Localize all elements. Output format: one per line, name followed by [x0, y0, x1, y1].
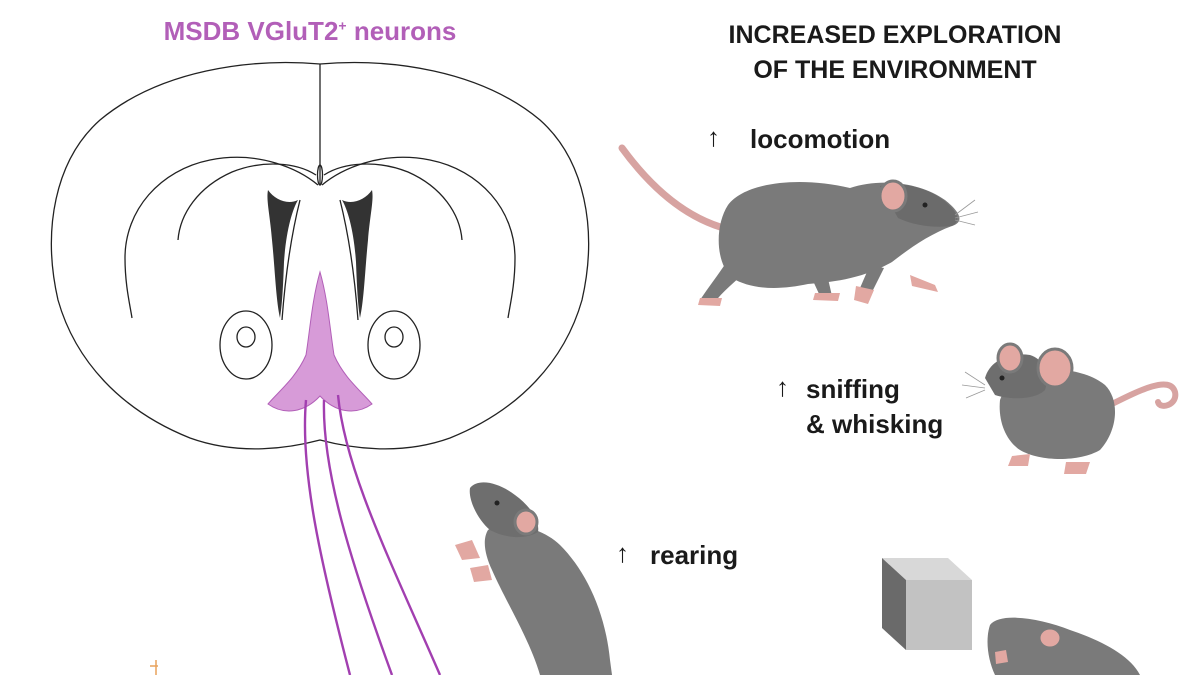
- mouse-ear: [513, 508, 539, 536]
- mouse-foot-back: [698, 298, 722, 306]
- mouse-paw-front-2: [470, 565, 492, 582]
- projection-fibers: [303, 394, 442, 675]
- cube-side: [882, 558, 906, 650]
- mouse-leg-front: [860, 265, 884, 292]
- mouse-ear: [878, 179, 908, 213]
- increase-arrow-sniffing: ↑: [776, 372, 789, 402]
- fiber-3: [336, 394, 442, 675]
- inner-callosum-right: [323, 163, 463, 241]
- increase-arrow-rearing: ↑: [616, 538, 629, 568]
- anterior-commissure-left-core: [236, 326, 256, 348]
- mouse-tail: [1107, 381, 1179, 409]
- mouse-paw-front: [910, 275, 938, 292]
- anterior-commissure-right-core: [384, 326, 404, 348]
- mouse-whiskers: [961, 371, 986, 399]
- mouse-ear-left: [996, 342, 1024, 374]
- inner-callosum-left: [177, 163, 317, 241]
- mouse-rearing: [455, 482, 612, 675]
- fiber-2: [322, 399, 394, 675]
- mouse-leg-mid: [808, 270, 832, 296]
- mouse-eye: [999, 375, 1005, 381]
- mouse-foot-front: [1008, 454, 1030, 466]
- mouse-foot-front: [854, 286, 874, 304]
- title-tail: neurons: [346, 16, 457, 46]
- brain-outline: [50, 61, 590, 450]
- msdb-region: [267, 270, 373, 412]
- corpus-callosum-left: [124, 156, 319, 319]
- mouse-approaching-object: [987, 617, 1140, 675]
- mouse-eye: [494, 500, 500, 506]
- mouse-sniffing: [961, 342, 1179, 474]
- mouse-foot-back: [1064, 462, 1090, 474]
- mouse-body: [484, 525, 612, 675]
- anterior-commissure-left: [219, 310, 273, 380]
- mouse-paw-front: [455, 540, 480, 560]
- midline-slit: [316, 164, 324, 186]
- increase-arrow-locomotion: ↑: [707, 122, 720, 152]
- mouse-body: [987, 617, 1140, 675]
- novel-object-cube: [882, 558, 972, 650]
- septum-left-wall: [281, 199, 301, 321]
- mouse-foot-mid: [813, 293, 840, 301]
- cube-front: [906, 580, 972, 650]
- mouse-paw: [995, 650, 1008, 664]
- orange-mark: [150, 660, 158, 675]
- mouse-ear: [1037, 626, 1063, 650]
- label-whisking: & whisking: [806, 409, 944, 439]
- lateral-ventricle-right: [342, 190, 373, 318]
- brain-coronal-section: [50, 61, 590, 450]
- heading-line-1: INCREASED EXPLORATION: [728, 21, 1062, 49]
- mouse-whiskers: [954, 199, 979, 226]
- mouse-leg-back: [700, 260, 745, 302]
- label-rearing: rearing: [650, 540, 739, 570]
- corpus-callosum-right: [321, 156, 516, 319]
- title-main: MSDB VGluT2: [163, 16, 339, 46]
- lateral-ventricle-left: [267, 190, 298, 318]
- cube-top: [882, 558, 972, 580]
- label-sniffing: sniffing: [806, 374, 900, 404]
- anterior-commissure-right: [367, 310, 421, 380]
- label-locomotion: locomotion: [750, 124, 891, 154]
- mouse-ear-right: [1036, 347, 1074, 389]
- heading-line-2: OF THE ENVIRONMENT: [753, 56, 1037, 84]
- mouse-locomotion: [618, 144, 979, 306]
- septum-right-wall: [339, 199, 359, 321]
- fiber-1: [303, 399, 352, 675]
- title-superscript: +: [338, 17, 347, 34]
- diagram-title: MSDB VGluT2+ neurons: [120, 16, 500, 47]
- section-heading: INCREASED EXPLORATION OF THE ENVIRONMENT: [680, 18, 1110, 88]
- mouse-eye: [922, 202, 928, 208]
